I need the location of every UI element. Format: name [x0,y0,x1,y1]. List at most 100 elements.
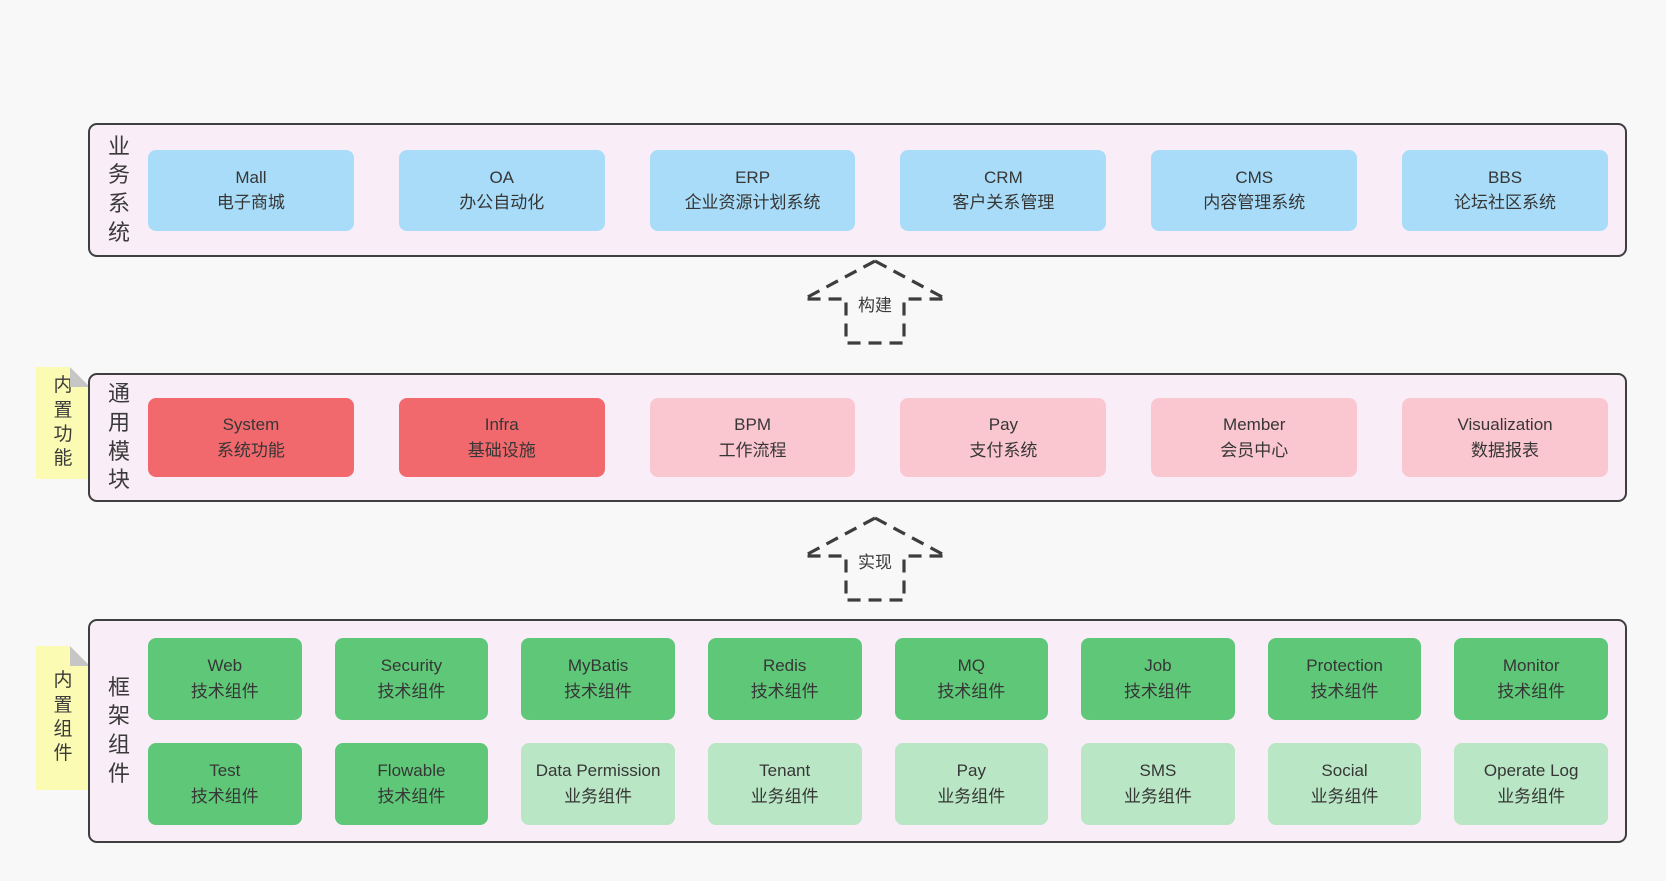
box-title: Social [1321,761,1368,780]
box-subtitle: 办公自动化 [459,193,545,212]
diagram-box-oa: OA 办公自动化 [398,149,605,231]
box-title: Web [207,656,243,675]
layer-label-business-systems: 业务系统 [107,133,130,245]
sticky-note-label: 内置功能 [53,375,73,470]
dashed-up-arrow-icon [803,259,947,345]
box-title: MyBatis [567,656,629,675]
diagram-box-member: Member 会员中心 [1151,398,1358,477]
diagram-box-redis: Redis 技术组件 [707,637,862,720]
arrow-up-implement: 实现 [800,515,950,603]
sticky-note-label: 内置组件 [53,670,73,765]
box-subtitle: 客户关系管理 [952,193,1055,212]
box-title: Infra [484,415,519,434]
box-title: BBS [1488,167,1523,187]
diagram-box-tenant: Tenant 业务组件 [707,742,862,825]
box-title: CRM [984,167,1023,187]
box-title: MQ [957,656,985,675]
diagram-box-visualization: Visualization 数据报表 [1402,398,1608,477]
diagram-box-data-permission: Data Permission 业务组件 [521,742,675,825]
box-title: ERP [735,167,771,187]
layer-label-framework-components: 框架组件 [107,674,130,786]
box-title: Monitor [1502,656,1560,675]
diagram-box-pay: Pay 业务组件 [894,742,1049,825]
box-subtitle: 业务组件 [1497,786,1566,806]
box-title: Pay [956,761,986,780]
diagram-box-mybatis: MyBatis 技术组件 [521,637,675,720]
diagram-box-pay: Pay 支付系统 [900,398,1107,477]
box-subtitle: 电子商城 [216,193,285,212]
layer-common-modules: 通用模块 System 系统功能 Infra 基础设施 BPM 工作流程 Pay 支付系统 Me… [88,373,1627,502]
box-subtitle: 技术组件 [377,681,446,701]
box-title: Visualization [1457,415,1553,434]
diagram-box-crm: CRM 客户关系管理 [900,149,1107,231]
diagram-box-sms: SMS 业务组件 [1081,742,1235,825]
box-subtitle: 企业资源计划系统 [684,193,821,212]
box-title: Operate Log [1483,761,1579,780]
box-title: CMS [1235,167,1274,187]
box-subtitle: 技术组件 [750,681,819,701]
box-subtitle: 业务组件 [564,786,633,806]
diagram-box-social: Social 业务组件 [1267,742,1422,825]
box-subtitle: 业务组件 [1310,786,1379,806]
box-title: BPM [734,415,771,434]
box-title: Data Permission [535,761,661,780]
box-title: Tenant [759,761,811,780]
box-title: Mall [235,167,267,187]
box-title: Security [380,656,443,675]
folded-corner-icon [70,367,90,387]
box-subtitle: 基础设施 [467,440,536,460]
box-row-modules: System 系统功能 Infra 基础设施 BPM 工作流程 Pay 支付系统 Member 会… [148,398,1625,477]
arrow-label: 构建 [855,289,895,318]
box-subtitle: 技术组件 [1123,681,1192,701]
layer-business-systems: 业务系统 Mall 电子商城 OA 办公自动化 ERP 企业资源计划系统 CRM 客户关系管理… [88,123,1627,257]
box-subtitle: 论坛社区系统 [1454,193,1557,212]
diagram-box-system: System 系统功能 [148,398,354,477]
diagram-box-bpm: BPM 工作流程 [649,398,856,477]
folded-corner-icon [70,646,90,666]
diagram-box-flowable: Flowable 技术组件 [334,742,489,825]
box-title: System [222,415,280,434]
box-title: Test [209,761,241,780]
box-title: Member [1223,415,1286,434]
box-subtitle: 技术组件 [190,786,259,806]
dashed-up-arrow-icon [803,516,947,602]
diagram-box-security: Security 技术组件 [334,637,489,720]
box-title: SMS [1139,761,1177,780]
diagram-box-monitor: Monitor 技术组件 [1454,637,1608,720]
diagram-box-infra: Infra 基础设施 [398,398,605,477]
box-row-business: Mall 电子商城 OA 办公自动化 ERP 企业资源计划系统 CRM 客户关系管理 CMS 内容… [148,149,1625,231]
box-title: Protection [1306,656,1383,675]
box-subtitle: 支付系统 [969,440,1038,460]
box-title: OA [489,167,515,187]
box-subtitle: 业务组件 [937,786,1006,806]
box-subtitle: 内容管理系统 [1203,193,1306,212]
box-title: Pay [988,415,1019,434]
box-subtitle: 技术组件 [377,786,446,806]
box-subtitle: 技术组件 [190,681,259,701]
diagram-box-bbs: BBS 论坛社区系统 [1402,149,1608,231]
layer-label-common-modules: 通用模块 [107,381,130,493]
arrow-up-build: 构建 [800,258,950,346]
sticky-note-builtin-components: 内置组件 [36,646,90,790]
sticky-note-builtin-features: 内置功能 [36,367,90,479]
box-subtitle: 技术组件 [564,681,633,701]
box-title: Flowable [377,761,446,780]
diagram-box-web: Web 技术组件 [148,637,302,720]
diagram-box-cms: CMS 内容管理系统 [1151,149,1358,231]
box-subtitle: 系统功能 [216,440,285,460]
box-subtitle: 数据报表 [1471,440,1540,460]
box-subtitle: 工作流程 [718,440,787,460]
diagram-box-operate-log: Operate Log 业务组件 [1454,742,1608,825]
box-subtitle: 业务组件 [1123,786,1192,806]
box-subtitle: 业务组件 [750,786,819,806]
box-subtitle: 技术组件 [1497,681,1566,701]
diagram-box-test: Test 技术组件 [148,742,302,825]
diagram-box-mall: Mall 电子商城 [148,149,354,231]
box-title: Redis [762,656,807,675]
diagram-box-erp: ERP 企业资源计划系统 [649,149,856,231]
box-subtitle: 会员中心 [1220,440,1289,460]
